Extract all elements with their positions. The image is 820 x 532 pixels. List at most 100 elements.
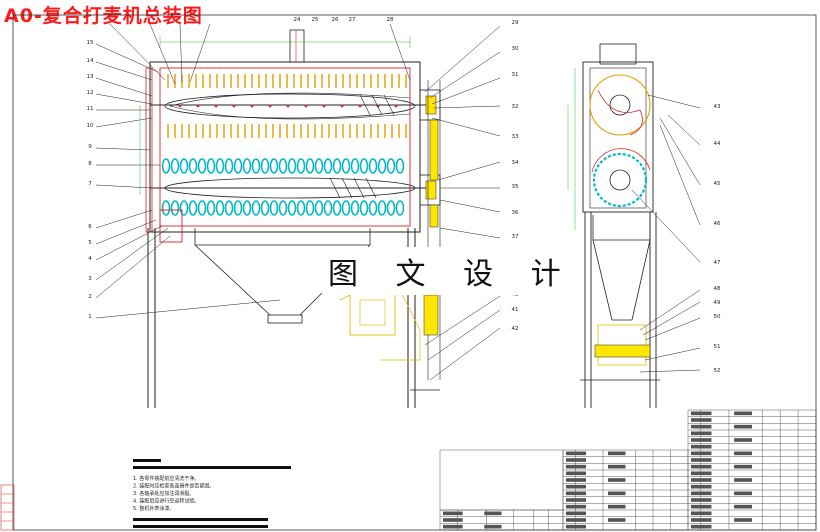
rotor-coil xyxy=(296,158,306,174)
side-view xyxy=(567,43,660,408)
part-balloon-25: 25 xyxy=(312,17,319,23)
rotor-rivet xyxy=(286,104,290,108)
rotor-coil xyxy=(395,158,405,174)
part-balloon-48: 48 xyxy=(714,286,721,292)
rotor-coil xyxy=(386,200,396,216)
part-balloon-29: 29 xyxy=(512,20,519,26)
part-balloon-5: 5 xyxy=(88,240,92,246)
rotor-coil xyxy=(179,158,189,174)
rotor-coil xyxy=(224,158,234,174)
technical-note: 5. 整机外表涂漆。 xyxy=(133,505,174,512)
rotor-rivet xyxy=(214,104,218,108)
part-balloon-24: 24 xyxy=(294,17,301,23)
rotor-rivet xyxy=(196,104,200,108)
rotor-coil xyxy=(224,200,234,216)
rotor-coil xyxy=(260,200,270,216)
rotor-coil xyxy=(341,158,351,174)
part-balloon-27: 27 xyxy=(349,17,356,23)
rotor-coil xyxy=(278,200,288,216)
part-balloon-41: 41 xyxy=(512,307,519,313)
part-balloon-34: 34 xyxy=(512,160,519,166)
part-balloon-47: 47 xyxy=(714,260,721,266)
part-balloon-43: 43 xyxy=(714,104,721,110)
part-balloon-10: 10 xyxy=(87,123,94,129)
rotor-coil xyxy=(233,158,243,174)
part-balloon-32: 32 xyxy=(512,104,519,110)
sheet-border xyxy=(12,14,817,531)
rotor-coil xyxy=(269,200,279,216)
rotor-rivet xyxy=(304,104,308,108)
rotor-rivet xyxy=(268,104,272,108)
part-balloon-51: 51 xyxy=(714,344,721,350)
rotor-coil xyxy=(377,158,387,174)
rotor-coil xyxy=(188,200,198,216)
rotor-rivet xyxy=(250,104,254,108)
rotor-coil xyxy=(251,200,261,216)
part-balloon-3: 3 xyxy=(88,276,92,282)
rotor-coil xyxy=(287,158,297,174)
part-balloon-14: 14 xyxy=(87,58,94,64)
part-balloon-50: 50 xyxy=(714,314,721,320)
rotor-rivet xyxy=(322,104,326,108)
technical-note: 3. 各轴承处应加注润滑脂。 xyxy=(133,490,194,497)
rotor-coil xyxy=(287,200,297,216)
rotor-rivet xyxy=(394,104,398,108)
rotor-coil xyxy=(215,158,225,174)
part-balloon-13: 13 xyxy=(87,74,94,80)
part-balloon-6: 6 xyxy=(88,224,92,230)
rotor-coil xyxy=(161,158,171,174)
rotor-coil xyxy=(323,200,333,216)
part-balloon-33: 33 xyxy=(512,134,519,140)
rotor-coil xyxy=(206,200,216,216)
front-view xyxy=(139,29,441,408)
rotor-coil xyxy=(251,158,261,174)
part-balloon-49: 49 xyxy=(714,300,721,306)
part-balloon-15: 15 xyxy=(87,40,94,46)
part-balloon-37: 37 xyxy=(512,234,519,240)
rotor-coil xyxy=(170,158,180,174)
part-balloon-35: 35 xyxy=(512,184,519,190)
rotor-coil xyxy=(359,158,369,174)
rotor-coil xyxy=(332,200,342,216)
rotor-coil xyxy=(359,200,369,216)
rotor-coil xyxy=(161,200,171,216)
part-balloon-46: 46 xyxy=(714,221,721,227)
rotor-coil xyxy=(188,158,198,174)
watermark-text: 图 文 设 计 xyxy=(322,247,581,295)
rotor-coil xyxy=(332,158,342,174)
part-balloon-11: 11 xyxy=(87,106,94,112)
rotor-coil xyxy=(296,200,306,216)
rotor-coil xyxy=(242,200,252,216)
technical-note: 1. 各零件装配前应清洗干净。 xyxy=(133,475,199,482)
rotor-coil xyxy=(368,158,378,174)
part-balloon-31: 31 xyxy=(512,72,519,78)
rotor-rivet xyxy=(358,104,362,108)
part-balloon-28: 28 xyxy=(387,17,394,23)
rotor-coil xyxy=(305,158,315,174)
rotor-rivet xyxy=(340,104,344,108)
rotor-coil xyxy=(179,200,189,216)
rotor-coil xyxy=(233,200,243,216)
part-balloon-4: 4 xyxy=(88,256,92,262)
rotor-coil xyxy=(341,200,351,216)
rotor-coil xyxy=(278,158,288,174)
rotor-coil xyxy=(206,158,216,174)
rotor-coil xyxy=(395,200,405,216)
part-balloon-1: 1 xyxy=(88,314,92,320)
part-balloon-52: 52 xyxy=(714,368,721,374)
part-balloon-30: 30 xyxy=(512,46,519,52)
rotor-coil xyxy=(170,200,180,216)
rotor-coil xyxy=(242,158,252,174)
part-balloon-45: 45 xyxy=(714,181,721,187)
technical-notes: 1. 各零件装配前应清洗干净。2. 装配时应检查各连接件是否紧固。3. 各轴承处… xyxy=(133,459,291,528)
rotor-coil xyxy=(350,200,360,216)
rotor-coil xyxy=(260,158,270,174)
rotor-coil xyxy=(323,158,333,174)
part-balloon-12: 12 xyxy=(87,90,94,96)
part-balloon-26: 26 xyxy=(332,17,339,23)
rotor-rivet xyxy=(232,104,236,108)
leader-lines xyxy=(95,23,701,381)
technical-note: 4. 装配后应进行空运转试验。 xyxy=(133,498,199,505)
